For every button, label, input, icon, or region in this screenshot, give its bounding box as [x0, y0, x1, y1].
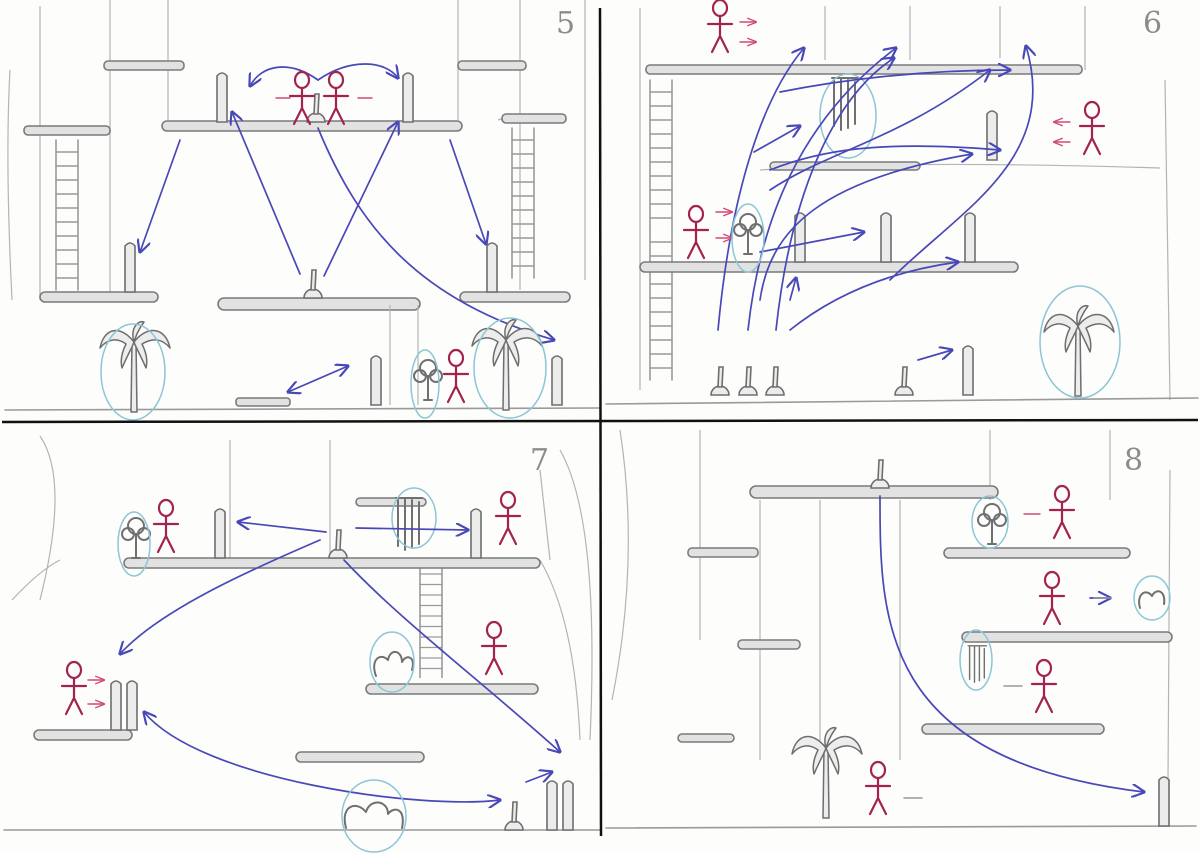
panel-number: 8: [1124, 443, 1143, 478]
waterfall-icon: [968, 646, 986, 682]
bush-icon: [374, 652, 413, 676]
ground-line: [606, 826, 1196, 828]
lever-icon: [304, 270, 322, 298]
stick-figure-icon: [154, 500, 178, 552]
flower-icon: [978, 504, 1006, 544]
highlight-circle: [342, 780, 406, 852]
stick-figure-icon: [866, 762, 890, 814]
highlight-circle: [474, 318, 546, 418]
stick-figure-icon: [496, 492, 520, 544]
stick-figure-icon: [62, 662, 86, 714]
panel-7: 7: [4, 436, 600, 852]
lever-icon: [329, 530, 347, 558]
ladder-icon: [420, 565, 442, 678]
stick-figure-icon: [708, 0, 732, 52]
lever-icon: [505, 802, 523, 830]
stick-figure-icon: [684, 206, 708, 258]
ladder-icon: [650, 230, 672, 380]
movement-arrows: [718, 46, 1033, 360]
flower-icon: [734, 214, 762, 254]
ladder-icon: [650, 80, 672, 230]
stick-figure-icon: [1040, 572, 1064, 624]
ledges: [640, 65, 1082, 272]
lever-icon: [766, 367, 784, 395]
lever-icon: [739, 367, 757, 395]
movement-arrows: [880, 496, 1144, 792]
lever-icon: [711, 367, 729, 395]
panel-number: 7: [530, 443, 549, 478]
stick-figure-icon: [1050, 486, 1074, 538]
palm-tree-icon: [792, 728, 862, 818]
palm-tree-icon: [472, 320, 542, 410]
panel-5: 5: [5, 0, 600, 420]
movement-arrows: [140, 64, 554, 392]
stick-figure-icon: [444, 350, 468, 402]
ledges: [24, 61, 570, 406]
ledges: [34, 498, 540, 762]
ledges: [678, 486, 1172, 742]
ground-line: [5, 408, 600, 410]
lever-icon: [895, 367, 913, 395]
stick-figure-icon: [1080, 102, 1104, 154]
palm-tree-icon: [1044, 306, 1114, 396]
panel-dividers: [2, 8, 1198, 836]
ladder-icon: [56, 140, 78, 290]
panel-8: 8: [606, 430, 1196, 828]
peg-pins: [1159, 777, 1169, 826]
panel-number: 6: [1143, 6, 1162, 41]
bush-icon: [345, 802, 403, 828]
highlight-circle: [370, 632, 414, 692]
background-rock: [8, 0, 585, 300]
stick-figure-icon: [482, 622, 506, 674]
bush-icon: [1139, 591, 1164, 608]
stick-figure-icon: [1032, 660, 1056, 712]
pillar: [390, 305, 418, 405]
ground-line: [606, 398, 1198, 404]
panel-6: 6: [606, 0, 1198, 404]
panel-number: 5: [556, 6, 575, 41]
stick-figure-icon: [324, 72, 348, 124]
ladder-icon: [512, 128, 534, 278]
lever-icon: [307, 94, 325, 122]
lever-icon: [871, 460, 889, 488]
